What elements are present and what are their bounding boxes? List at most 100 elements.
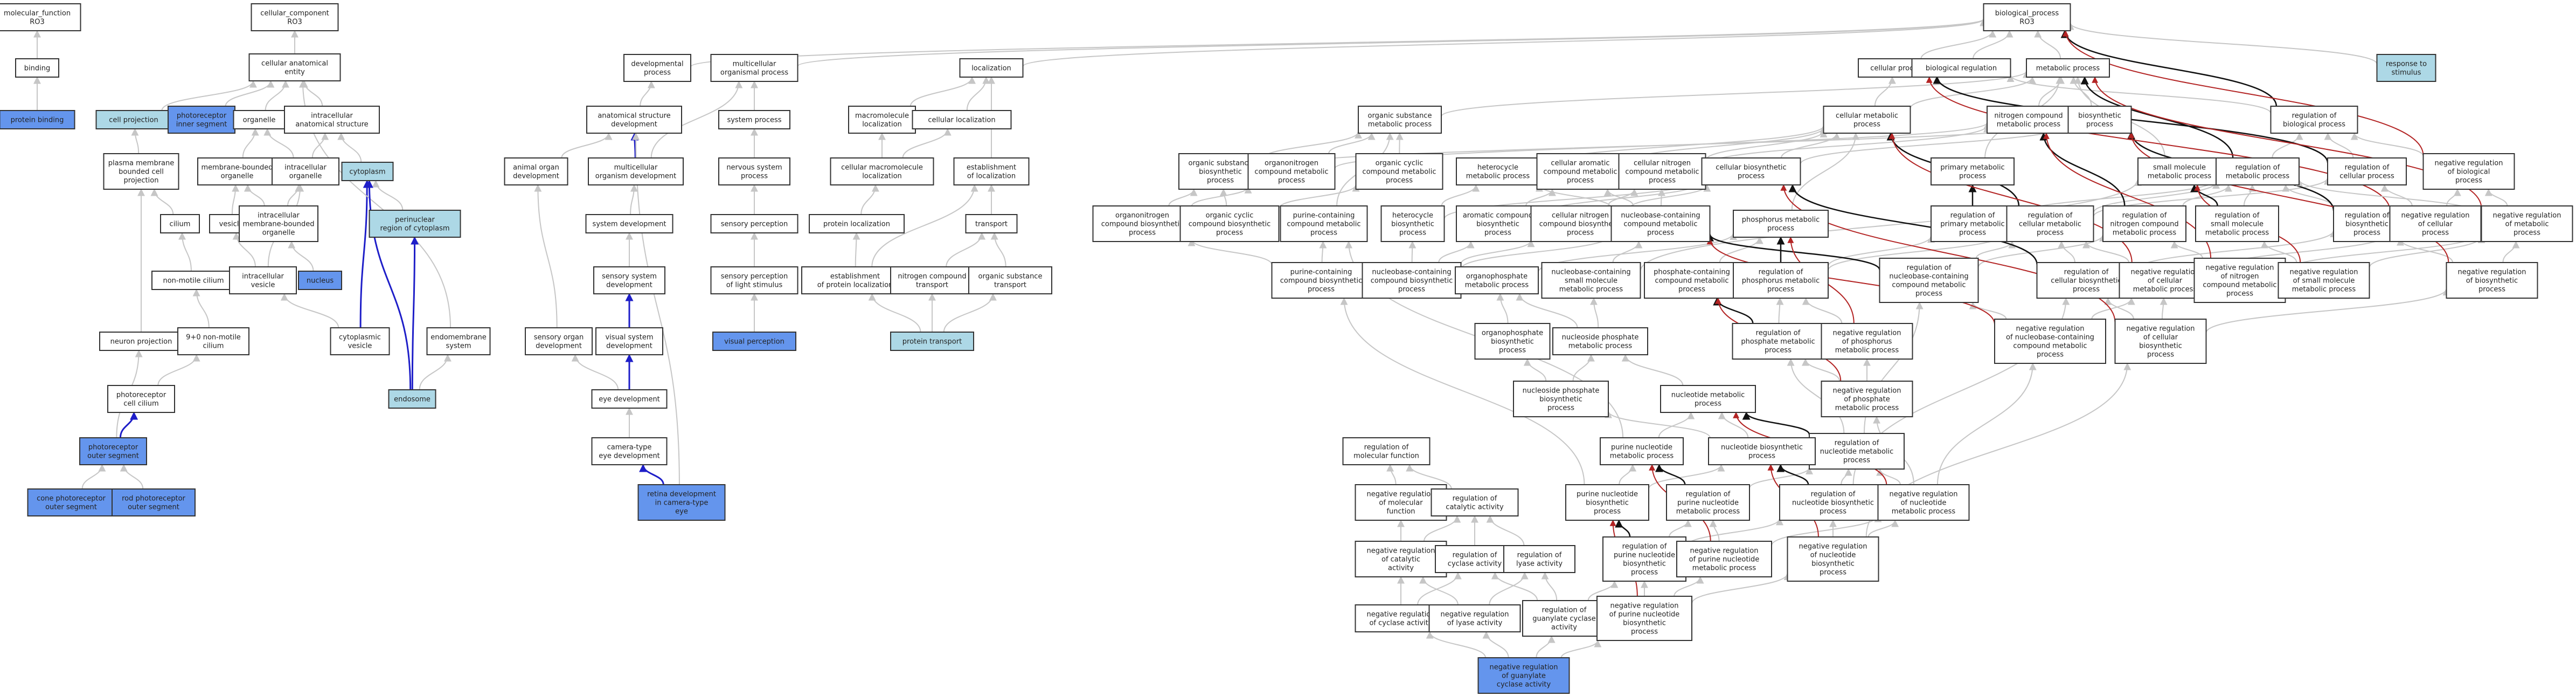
term-node-localization[interactable]: localization <box>959 58 1024 78</box>
term-node-pt[interactable]: protein transport <box>890 332 974 351</box>
term-node-transport[interactable]: transport <box>965 214 1018 233</box>
term-node-pl[interactable]: protein localization <box>809 214 905 233</box>
term-node-nucleus[interactable]: nucleus <box>298 271 342 290</box>
term-node-visperc[interactable]: visual perception <box>712 332 796 351</box>
term-node-binding[interactable]: binding <box>15 58 59 78</box>
term-node-cytoplasm[interactable]: cytoplasm <box>341 162 394 181</box>
term-node-organelle[interactable]: organelle <box>233 110 286 129</box>
term-node-sysproc[interactable]: system process <box>718 110 790 129</box>
term-node-endosome[interactable]: endosome <box>388 389 436 409</box>
term-node-eyedev[interactable]: eye development <box>591 389 668 409</box>
term-node-mp[interactable]: metabolic process <box>2026 58 2110 78</box>
term-node-nmc[interactable]: non-motile cilium <box>151 271 235 290</box>
term-node-cell_projection[interactable]: cell projection <box>95 110 172 129</box>
term-node-cilium[interactable]: cilium <box>160 214 200 233</box>
term-node-np[interactable]: neuron projection <box>99 332 183 351</box>
term-node-protein_binding[interactable]: protein binding <box>0 110 75 129</box>
term-node-sensperc[interactable]: sensory perception <box>710 214 799 233</box>
